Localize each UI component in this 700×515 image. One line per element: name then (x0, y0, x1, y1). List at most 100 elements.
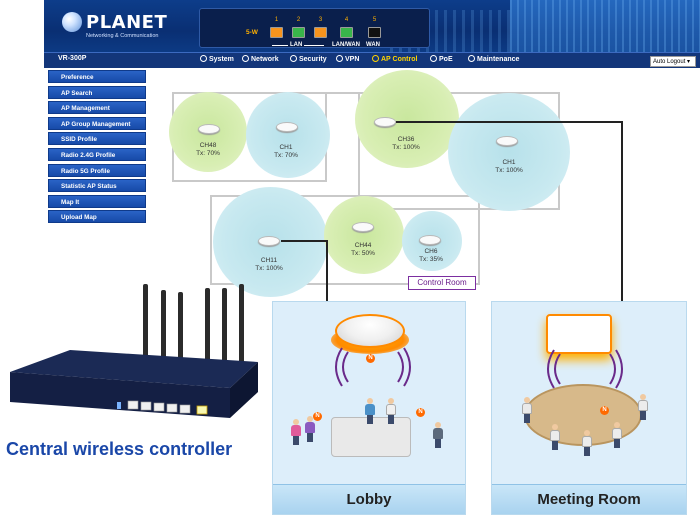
person-figure (612, 422, 622, 448)
nav-maintenance-label: Maintenance (477, 56, 520, 63)
auto-logout-select[interactable]: Auto Logout ▾ (650, 56, 696, 67)
link-line (326, 240, 328, 326)
link-line (396, 121, 622, 123)
nav-network[interactable]: Network (242, 55, 279, 63)
nav-security[interactable]: Security (290, 55, 327, 63)
access-point-ch6[interactable] (419, 235, 441, 245)
sidebar-item-ssid-profile[interactable]: SSID Profile (48, 132, 146, 146)
ap-channel: CH1 (279, 144, 293, 151)
sidebar-item-statistic-ap-status[interactable]: Statistic AP Status (48, 179, 146, 193)
access-point-ch36[interactable] (374, 117, 396, 127)
shield-icon (290, 55, 297, 62)
lobby-title: Lobby (273, 484, 465, 514)
lan-label: LAN (290, 42, 303, 48)
ap-tx-power: Tx: 100% (392, 143, 420, 151)
port-number-5: 5 (372, 17, 377, 23)
ap-channel: CH11 (260, 257, 278, 264)
access-point-ch44[interactable] (352, 222, 374, 232)
sidebar-item-map-it[interactable]: Map It (48, 194, 146, 208)
brand-name: PLANET (86, 12, 168, 33)
ap-tx-power: Tx: 100% (255, 264, 283, 272)
chevron-down-icon: ▾ (687, 59, 691, 65)
sidebar-item-ap-management[interactable]: AP Management (48, 101, 146, 115)
access-point-ch11[interactable] (258, 236, 280, 246)
control-room-label: Control Room (408, 276, 476, 290)
floorplan-wall (327, 92, 358, 94)
ap-tx-power: Tx: 35% (419, 255, 443, 263)
nav-ap-control-label: AP Control (381, 56, 418, 63)
globe-icon (62, 12, 82, 32)
port-number-1: 1 (274, 17, 279, 23)
nav-poe[interactable]: PoE (430, 55, 453, 63)
access-point-ch1-b[interactable] (496, 136, 518, 146)
sidebar-item-upload-map[interactable]: Upload Map (48, 210, 146, 224)
ap-coverage-ch44 (324, 196, 404, 274)
nav-network-label: Network (251, 56, 279, 63)
nav-vpn[interactable]: VPN (336, 55, 359, 63)
nav-vpn-label: VPN (345, 56, 360, 63)
ap-coverage-ch1-a (246, 92, 330, 178)
person-figure (582, 430, 592, 456)
nfc-badge-icon: N (416, 408, 425, 417)
main-nav-bar: VR-300P System Network Security VPN AP C… (44, 52, 700, 68)
person-figure (522, 397, 532, 423)
person-figure (550, 424, 560, 450)
wireless-controller-device (10, 284, 258, 418)
gear-icon (200, 55, 207, 62)
port-number-2: 2 (296, 17, 301, 23)
wifi-waves-icon (335, 347, 411, 387)
person-figure (291, 419, 301, 445)
nav-system[interactable]: System (200, 55, 234, 63)
sidebar-item-radio-5g-profile[interactable]: Radio 5G Profile (48, 163, 146, 177)
auto-logout-value: Auto Logout (653, 59, 686, 65)
nav-ap-control[interactable]: AP Control (372, 55, 417, 63)
sidebar-item-ap-search[interactable]: AP Search (48, 85, 146, 99)
ap-tx-power: Tx: 100% (495, 166, 523, 174)
planet-logo[interactable]: PLANET Networking & Communication (62, 8, 167, 42)
access-point-ch1-a[interactable] (276, 122, 298, 132)
brand-tagline: Networking & Communication (86, 33, 159, 39)
link-line (621, 121, 623, 327)
ap-tx-power: Tx: 50% (351, 249, 375, 257)
nav-maintenance[interactable]: Maintenance (468, 55, 519, 63)
ap-control-sidebar: Preference AP Search AP Management AP Gr… (48, 70, 146, 226)
port-number-4: 4 (344, 17, 349, 23)
ap-tx-power: Tx: 70% (196, 149, 220, 157)
person-figure (638, 394, 648, 420)
sidebar-item-ap-group-management[interactable]: AP Group Management (48, 116, 146, 130)
floorplan-wall (210, 195, 480, 285)
port-number-3: 3 (318, 17, 323, 23)
lan-bracket-left (272, 45, 288, 46)
sidebar-item-radio-24g-profile[interactable]: Radio 2.4G Profile (48, 147, 146, 161)
meeting-room-panel: N Meeting Room (491, 301, 687, 515)
power-label: 5-W (246, 29, 258, 36)
person-figure (305, 416, 315, 442)
access-point-ch48[interactable] (198, 124, 220, 134)
person-figure (365, 398, 375, 424)
wifi-icon (372, 55, 379, 62)
port-status-panel: 5-W 1 2 3 4 5 LAN LAN/WAN WAN (199, 8, 430, 48)
sidebar-item-preference[interactable]: Preference (48, 70, 146, 83)
link-line (281, 240, 327, 242)
lanwan-label: LAN/WAN (332, 42, 360, 48)
port-3-indicator[interactable] (314, 27, 327, 38)
port-2-indicator[interactable] (292, 27, 305, 38)
port-5-indicator[interactable] (368, 27, 381, 38)
port-1-indicator[interactable] (270, 27, 283, 38)
ap-channel: CH48 (199, 142, 217, 149)
meeting-room-title: Meeting Room (492, 484, 686, 514)
wifi-waves-icon (547, 349, 623, 389)
ap-coverage-ch1-b (448, 93, 570, 211)
controller-label: Central wireless controller (6, 439, 233, 459)
globe-icon (242, 55, 249, 62)
ap-channel: CH36 (397, 136, 415, 143)
port-4-indicator[interactable] (340, 27, 353, 38)
nav-poe-label: PoE (439, 56, 453, 63)
